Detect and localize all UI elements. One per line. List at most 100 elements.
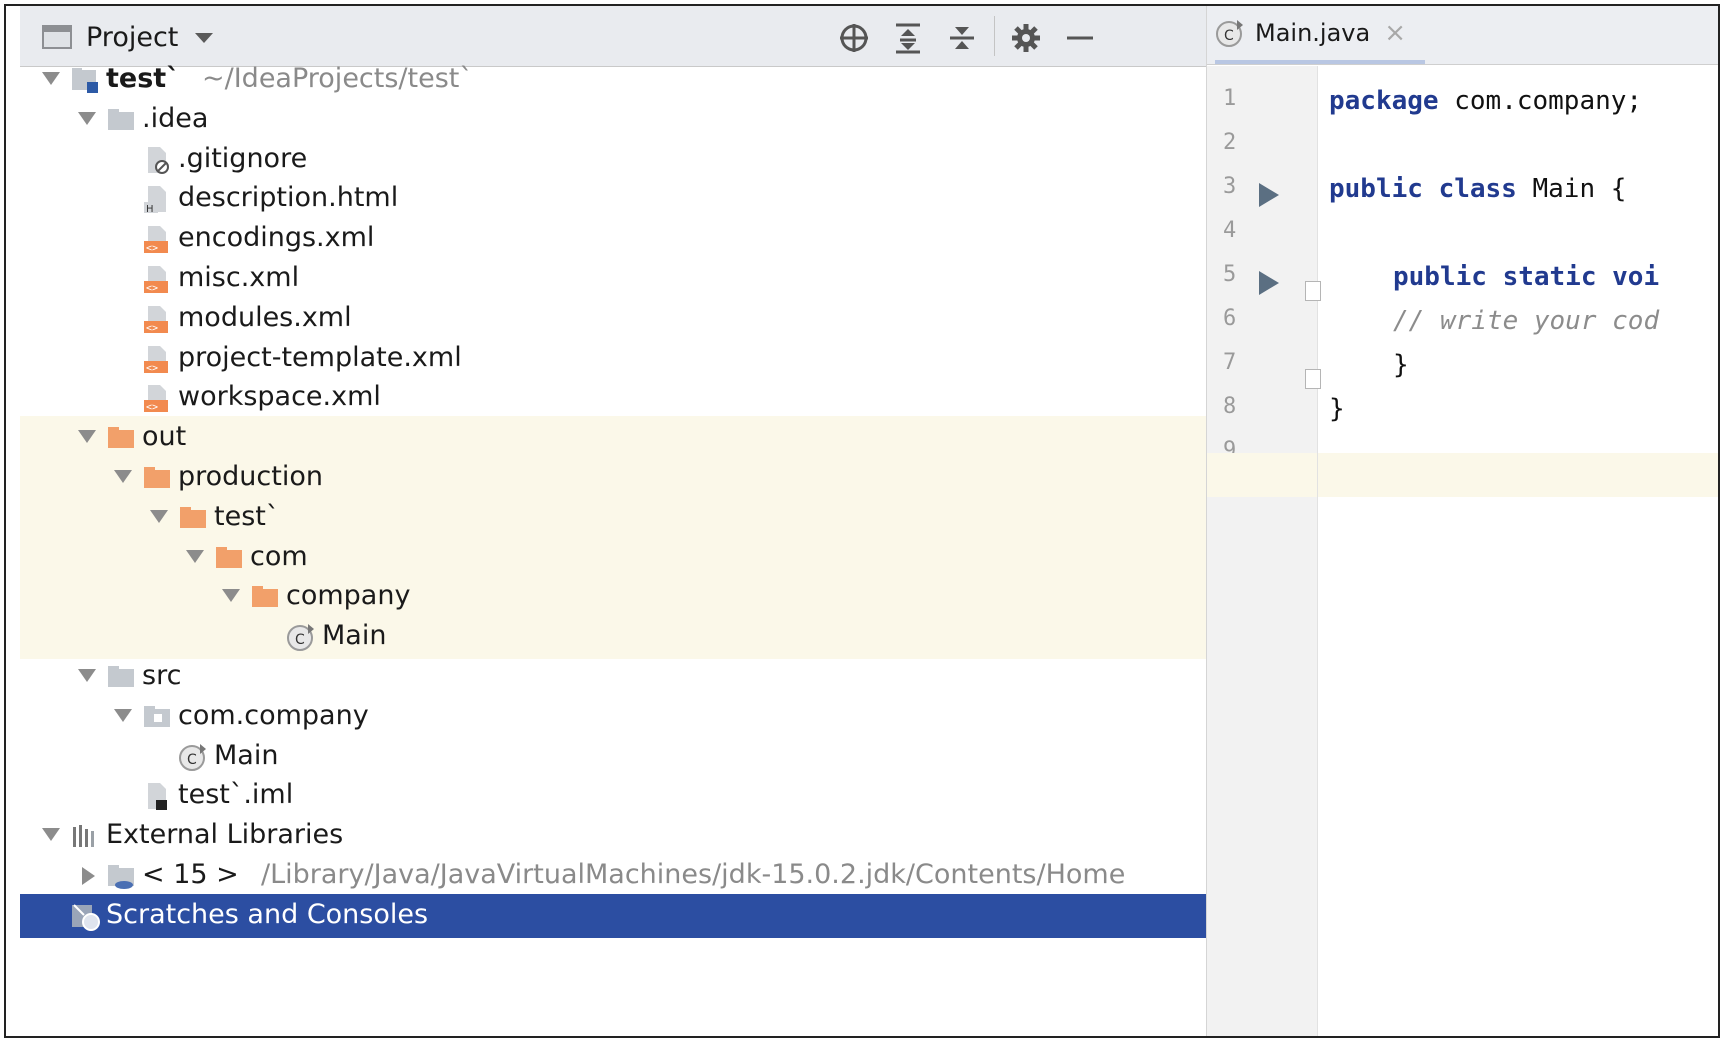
chevron-down-icon[interactable] bbox=[78, 111, 96, 125]
xml-file-icon: <> bbox=[144, 266, 168, 294]
locate-icon[interactable] bbox=[838, 22, 870, 54]
excluded-folder-icon bbox=[252, 586, 278, 608]
tree-item-label: test`.iml bbox=[178, 779, 294, 811]
excluded-folder-icon bbox=[144, 467, 170, 488]
class-icon: C bbox=[287, 624, 314, 652]
tab-main-java[interactable]: C Main.java × bbox=[1215, 6, 1425, 64]
tree-item-label: test` bbox=[106, 63, 180, 94]
fold-open-icon[interactable] bbox=[1305, 281, 1321, 301]
tree-row[interactable]: com.company bbox=[20, 695, 1206, 739]
library-icon bbox=[73, 825, 94, 848]
tree-item-label: test` bbox=[214, 500, 280, 532]
tree-row[interactable]: out bbox=[20, 416, 1206, 461]
tree-row[interactable]: src bbox=[20, 655, 1206, 699]
svg-text:<>: <> bbox=[146, 363, 158, 374]
tree-row[interactable]: <>modules.xml bbox=[20, 297, 1206, 341]
tree-item-label: Main bbox=[322, 620, 387, 652]
run-main-icon[interactable] bbox=[1259, 271, 1279, 295]
chevron-down-icon[interactable] bbox=[222, 589, 240, 603]
excluded-folder-icon bbox=[180, 506, 206, 528]
excluded-folder-icon bbox=[216, 546, 242, 568]
tree-item-label: Main bbox=[214, 739, 279, 771]
tree-item-label: description.html bbox=[178, 182, 399, 214]
chevron-down-icon[interactable] bbox=[114, 470, 132, 483]
tree-item-label: production bbox=[178, 461, 323, 492]
project-view-selector[interactable]: Project bbox=[42, 20, 216, 54]
tree-item-path: ~/IdeaProjects/test` bbox=[202, 63, 473, 94]
html-file-icon: H bbox=[144, 186, 166, 214]
tree-row[interactable]: com bbox=[20, 535, 1206, 580]
line-number: 6 bbox=[1223, 306, 1237, 331]
tree-row[interactable]: .idea bbox=[20, 98, 1206, 142]
line-number: 3 bbox=[1223, 174, 1237, 199]
module-folder-icon bbox=[72, 68, 98, 93]
tree-row[interactable]: test`.iml bbox=[20, 774, 1206, 818]
tree-item-label: Scratches and Consoles bbox=[106, 898, 429, 930]
code-line-7: } bbox=[1393, 350, 1409, 380]
tree-row[interactable]: External Libraries bbox=[20, 814, 1206, 858]
line-number: 8 bbox=[1223, 394, 1237, 419]
tree-row[interactable]: <> misc.xml bbox=[20, 257, 1206, 301]
chevron-down-icon[interactable] bbox=[42, 828, 60, 842]
tree-row[interactable]: test` bbox=[20, 495, 1206, 540]
chevron-down-icon[interactable] bbox=[150, 509, 168, 523]
tree-item-label: project-template.xml bbox=[178, 341, 462, 373]
fold-close-icon[interactable] bbox=[1305, 369, 1321, 389]
current-line-gutter bbox=[1207, 453, 1317, 497]
svg-text:C: C bbox=[1224, 28, 1234, 44]
chevron-right-icon[interactable] bbox=[82, 867, 95, 885]
code-line-6: // write your cod bbox=[1393, 306, 1660, 336]
tree-item-label: src bbox=[142, 660, 182, 691]
code-text: Main { bbox=[1516, 174, 1627, 204]
tree-item-label: com bbox=[250, 540, 308, 572]
tree-item-label: .gitignore bbox=[178, 142, 308, 174]
tree-row[interactable]: < 15 >/Library/Java/JavaVirtualMachines/… bbox=[20, 854, 1206, 898]
folder-icon bbox=[108, 666, 134, 687]
tree-item-label: workspace.xml bbox=[178, 381, 381, 413]
tree-row[interactable]: company bbox=[20, 575, 1206, 620]
svg-text:<>: <> bbox=[146, 283, 158, 294]
svg-text:H: H bbox=[146, 204, 154, 214]
line-number: 1 bbox=[1223, 86, 1237, 111]
line-number: 4 bbox=[1223, 218, 1237, 243]
tree-row[interactable]: Scratches and Consoles bbox=[20, 893, 1206, 938]
tree-row[interactable]: .gitignore bbox=[20, 138, 1206, 182]
tree-item-label: encodings.xml bbox=[178, 222, 375, 254]
expand-all-icon[interactable] bbox=[892, 22, 924, 54]
chevron-down-icon[interactable] bbox=[78, 430, 96, 444]
run-class-icon[interactable] bbox=[1259, 183, 1279, 207]
chevron-down-icon[interactable] bbox=[42, 72, 60, 85]
tree-row[interactable]: <> project-template.xml bbox=[20, 337, 1206, 381]
code-line-3: public class Main { bbox=[1329, 174, 1626, 204]
chevron-down-icon[interactable] bbox=[186, 549, 204, 563]
keyword: public static voi bbox=[1393, 262, 1660, 292]
tree-row[interactable]: C Main bbox=[20, 735, 1206, 779]
tree-item-label: .idea bbox=[142, 102, 209, 134]
chevron-down-icon[interactable] bbox=[78, 669, 96, 682]
toolbar-divider bbox=[994, 16, 995, 56]
tree-row[interactable]: C Main bbox=[20, 615, 1206, 660]
chevron-down-icon[interactable] bbox=[114, 708, 132, 722]
xml-file-icon: <> bbox=[144, 385, 168, 413]
line-number: 7 bbox=[1223, 350, 1237, 375]
keyword: package bbox=[1329, 86, 1439, 116]
folder-icon bbox=[108, 108, 134, 130]
collapse-all-icon[interactable] bbox=[946, 22, 978, 54]
xml-file-icon: <> bbox=[144, 345, 168, 374]
tree-row[interactable]: <> workspace.xml bbox=[20, 376, 1206, 420]
tree-row[interactable]: <> encodings.xml bbox=[20, 217, 1206, 261]
tab-label: Main.java bbox=[1255, 19, 1371, 47]
tree-item-label: misc.xml bbox=[178, 262, 300, 293]
tree-item-path: /Library/Java/JavaVirtualMachines/jdk-15… bbox=[261, 859, 1126, 890]
svg-text:<>: <> bbox=[146, 243, 158, 254]
close-icon[interactable]: × bbox=[1384, 18, 1407, 48]
tree-row[interactable]: test` ~/IdeaProjects/test` bbox=[20, 58, 1206, 102]
minimize-icon[interactable] bbox=[1064, 22, 1096, 54]
tree-item-label: modules.xml bbox=[178, 301, 352, 333]
tree-row[interactable]: production bbox=[20, 456, 1206, 500]
gear-icon[interactable] bbox=[1010, 22, 1042, 54]
svg-text:C: C bbox=[187, 752, 197, 768]
